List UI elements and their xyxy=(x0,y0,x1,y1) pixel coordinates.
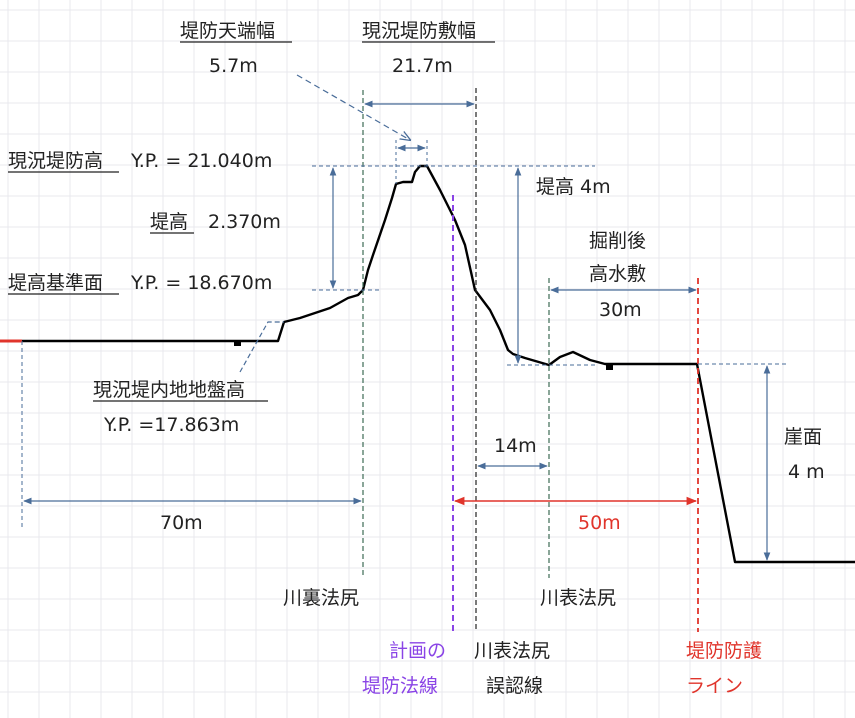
misread-toe-label-line1: 川表法尻 xyxy=(474,640,550,662)
plan-levee-label-line2: 堤防法線 xyxy=(362,675,438,697)
landside-toe-label: 川裏法尻 xyxy=(283,587,359,609)
inland-ground-value: Y.P. =17.863m xyxy=(103,414,239,436)
crest-width-leader xyxy=(296,74,410,140)
misread-toe-label-line2: 誤認線 xyxy=(486,675,543,697)
height-4m-label: 堤高 4m xyxy=(536,176,611,198)
reference-plane-value: Y.P. = 18.670m xyxy=(130,272,272,294)
excavation-width-value: 30m xyxy=(599,299,642,321)
dist-14m-label: 14m xyxy=(494,435,537,457)
excavation-label-line2: 高水敷 xyxy=(589,263,646,285)
levee-height-label: 堤高 xyxy=(150,211,188,233)
inland-ground-leader xyxy=(239,321,284,373)
inland-ground-title: 現況堤内地地盤高 xyxy=(93,379,245,401)
current-crest-label: 現況堤防高 xyxy=(8,150,103,172)
dist-70m-label: 70m xyxy=(160,512,203,534)
crest-width-title: 堤防天端幅 xyxy=(180,20,275,42)
plan-levee-label-line1: 計画の xyxy=(389,640,446,662)
dist-50m-label: 50m xyxy=(578,512,621,534)
cliff-height-value: 4 m xyxy=(788,461,825,483)
inland-ground-marker xyxy=(234,340,241,346)
floodplain-marker xyxy=(606,364,613,370)
reference-plane-label: 堤高基準面 xyxy=(8,272,103,294)
excavation-label-line1: 掘削後 xyxy=(589,230,646,252)
protection-line-label-line1: 堤防防護 xyxy=(686,640,762,662)
levee-height-value: 2.370m xyxy=(208,211,281,233)
riverside-toe-label: 川表法尻 xyxy=(540,587,616,609)
base-width-title: 現況堤防敷幅 xyxy=(362,20,476,42)
base-width-value: 21.7m xyxy=(392,55,453,77)
cliff-label: 崖面 xyxy=(784,426,822,448)
protection-line-label-line2: ライン xyxy=(686,675,743,697)
crest-width-value: 5.7m xyxy=(209,55,258,77)
current-crest-value: Y.P. = 21.040m xyxy=(130,150,272,172)
